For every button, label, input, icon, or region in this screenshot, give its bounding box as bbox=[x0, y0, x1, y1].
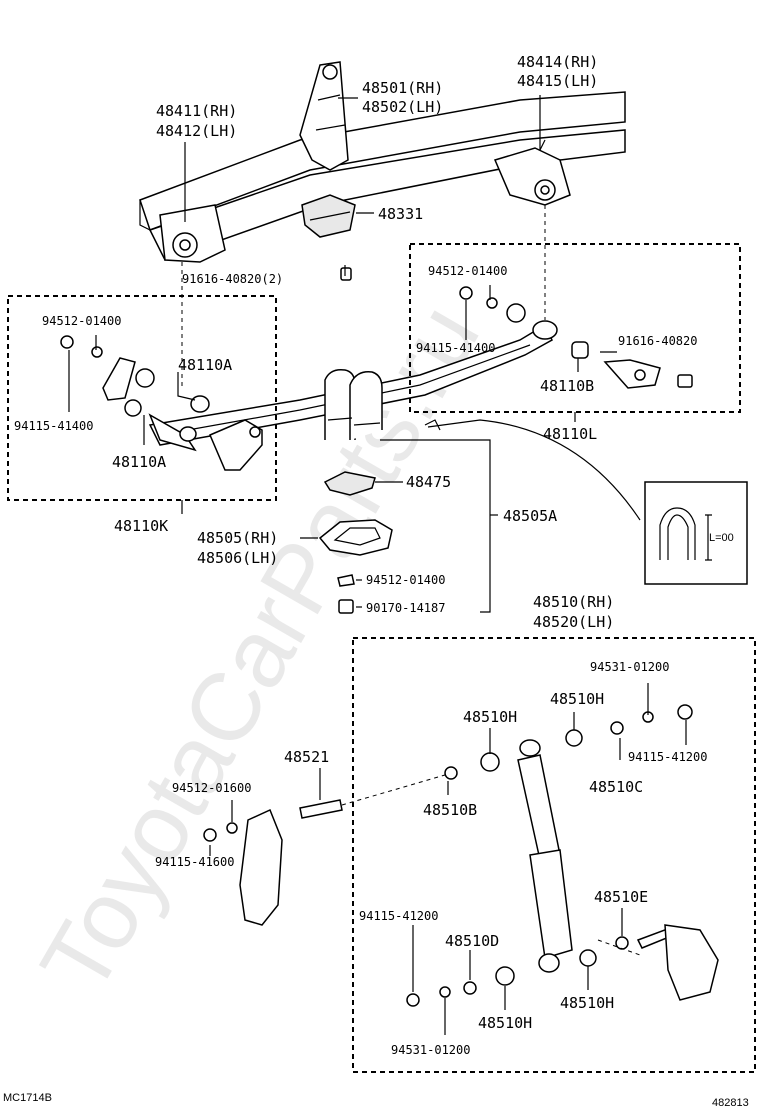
label-48414-rh: 48414(RH) bbox=[517, 53, 598, 71]
shackle-hanger bbox=[299, 61, 349, 171]
label-48510h-3: 48510H bbox=[560, 994, 614, 1012]
label-48510-rh: 48510(RH) bbox=[533, 593, 614, 611]
label-94531-01200-top: 94531-01200 bbox=[590, 660, 669, 674]
spring-seat bbox=[318, 519, 393, 556]
spring-pad bbox=[323, 471, 376, 496]
u-bolt bbox=[324, 368, 383, 440]
shackle-kit-right bbox=[459, 286, 693, 389]
washer-nut-set bbox=[337, 574, 355, 614]
label-48505a: 48505A bbox=[503, 507, 557, 525]
label-48510h-4: 48510H bbox=[478, 1014, 532, 1032]
label-48110l: 48110L bbox=[543, 425, 597, 443]
label-48510h-2: 48510H bbox=[463, 708, 517, 726]
label-94512-01400-center: 94512-01400 bbox=[366, 573, 445, 587]
spring-hanger-rear bbox=[493, 139, 571, 206]
u-bolt-inset-drawing bbox=[659, 507, 712, 561]
label-94512-01400-left: 94512-01400 bbox=[42, 314, 121, 328]
bolt-small bbox=[340, 267, 352, 281]
kit-48110l-frame bbox=[409, 243, 741, 413]
shock-absorber bbox=[406, 704, 719, 1007]
label-48510e: 48510E bbox=[594, 888, 648, 906]
spring-bracket-front bbox=[159, 204, 226, 263]
label-48475: 48475 bbox=[406, 473, 451, 491]
inset-dimension-label: L=00 bbox=[709, 532, 734, 544]
label-48110a-top: 48110A bbox=[178, 356, 232, 374]
bound-stopper bbox=[301, 194, 356, 238]
label-91616-40820-2: 91616-40820(2) bbox=[182, 272, 283, 286]
label-48331: 48331 bbox=[378, 205, 423, 223]
label-48510b: 48510B bbox=[423, 801, 477, 819]
label-48412-lh: 48412(LH) bbox=[156, 122, 237, 140]
label-48521: 48521 bbox=[284, 748, 329, 766]
label-48502-lh: 48502(LH) bbox=[362, 98, 443, 116]
footer-left-code: MC1714B bbox=[3, 1092, 52, 1104]
shackle-kit-left bbox=[60, 335, 263, 471]
label-48110b: 48110B bbox=[540, 377, 594, 395]
leader-lines bbox=[68, 95, 687, 1035]
label-90170-14187: 90170-14187 bbox=[366, 601, 445, 615]
shock-bracket bbox=[203, 799, 343, 926]
label-94115-41400-left: 94115-41400 bbox=[14, 419, 93, 433]
label-48411-rh: 48411(RH) bbox=[156, 102, 237, 120]
label-48501-rh: 48501(RH) bbox=[362, 79, 443, 97]
label-48510c: 48510C bbox=[589, 778, 643, 796]
label-94115-41200-top: 94115-41200 bbox=[628, 750, 707, 764]
label-94115-41400-right: 94115-41400 bbox=[416, 341, 495, 355]
label-48110a-bottom: 48110A bbox=[112, 453, 166, 471]
label-48510d: 48510D bbox=[445, 932, 499, 950]
label-94512-01400-right: 94512-01400 bbox=[428, 264, 507, 278]
label-48110k: 48110K bbox=[114, 517, 168, 535]
label-48520-lh: 48520(LH) bbox=[533, 613, 614, 631]
label-48415-lh: 48415(LH) bbox=[517, 72, 598, 90]
label-94115-41200-bottom: 94115-41200 bbox=[359, 909, 438, 923]
footer-right-code: 482813 bbox=[712, 1097, 749, 1109]
label-94512-01600: 94512-01600 bbox=[172, 781, 251, 795]
label-91616-40820: 91616-40820 bbox=[618, 334, 697, 348]
kit-48110k-frame bbox=[7, 295, 277, 501]
label-94115-41600: 94115-41600 bbox=[155, 855, 234, 869]
label-94531-01200-bottom: 94531-01200 bbox=[391, 1043, 470, 1057]
label-48510h-1: 48510H bbox=[550, 690, 604, 708]
label-48505-rh: 48505(RH) bbox=[197, 529, 278, 547]
label-48506-lh: 48506(LH) bbox=[197, 549, 278, 567]
shock-absorber-frame bbox=[352, 637, 756, 1073]
u-bolt-inset bbox=[644, 481, 748, 585]
